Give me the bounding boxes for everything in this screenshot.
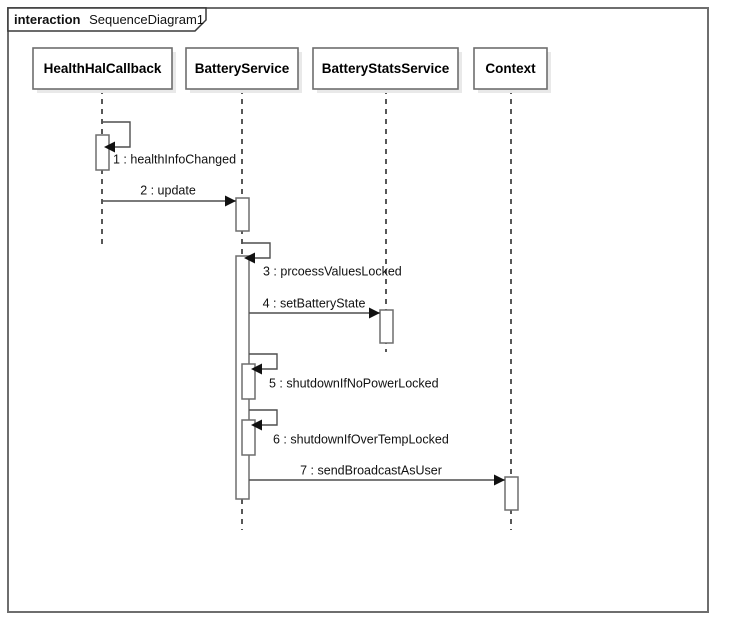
participant-box-healthhalcallback[interactable] bbox=[32, 47, 173, 90]
participant-label-healthhalcallback: HealthHalCallback bbox=[44, 61, 162, 76]
arrowhead bbox=[251, 363, 262, 375]
activation-bar-act-battery-3[interactable] bbox=[241, 363, 256, 400]
activation-bar-act-battery-4[interactable] bbox=[241, 419, 256, 456]
interaction-frame bbox=[7, 7, 709, 613]
interaction-name: SequenceDiagram1 bbox=[89, 12, 204, 27]
arrowhead bbox=[494, 474, 505, 486]
participant-label-batterystatsservice: BatteryStatsService bbox=[322, 61, 450, 76]
interaction-tag-label: interaction SequenceDiagram1 bbox=[14, 12, 204, 27]
message-label-1: 1 : healthInfoChanged bbox=[113, 152, 236, 166]
arrowhead bbox=[251, 419, 262, 431]
self-message-path-5 bbox=[249, 353, 278, 370]
participant-label-batteryservice: BatteryService bbox=[195, 61, 290, 76]
participant-box-batteryservice[interactable] bbox=[185, 47, 299, 90]
activation-bars-group bbox=[95, 134, 519, 511]
message-1[interactable]: 1 : healthInfoChanged bbox=[102, 121, 236, 166]
message-label-4: 4 : setBatteryState bbox=[263, 296, 366, 310]
activation-bar-act-stats-1[interactable] bbox=[379, 309, 394, 344]
messages-group: 1 : healthInfoChanged 2 : update 3 : prcoe… bbox=[102, 121, 505, 486]
self-message-path-1 bbox=[102, 121, 131, 148]
message-2[interactable]: 2 : update bbox=[102, 183, 236, 207]
interaction-tag bbox=[7, 7, 207, 32]
arrowhead bbox=[244, 252, 255, 264]
message-label-3: 3 : prcoessValuesLocked bbox=[263, 264, 402, 278]
participant-label-context: Context bbox=[485, 61, 536, 76]
activation-bar-act-battery-1[interactable] bbox=[235, 197, 250, 232]
message-6[interactable]: 6 : shutdownIfOverTempLocked bbox=[249, 409, 449, 446]
message-label-2: 2 : update bbox=[140, 183, 196, 197]
message-4[interactable]: 4 : setBatteryState bbox=[249, 296, 380, 319]
participant-box-context[interactable] bbox=[473, 47, 548, 90]
interaction-keyword: interaction bbox=[14, 12, 81, 27]
message-label-5: 5 : shutdownIfNoPowerLocked bbox=[269, 376, 439, 390]
message-3[interactable]: 3 : prcoessValuesLocked bbox=[242, 242, 402, 278]
arrowhead bbox=[225, 195, 236, 207]
self-message-path-3 bbox=[242, 242, 271, 259]
message-7[interactable]: 7 : sendBroadcastAsUser bbox=[249, 463, 505, 486]
message-label-7: 7 : sendBroadcastAsUser bbox=[300, 463, 442, 477]
participant-heads-group: HealthHalCallback BatteryService BatterySt… bbox=[32, 47, 551, 93]
self-message-path-6 bbox=[249, 409, 278, 426]
arrowhead bbox=[369, 307, 380, 319]
message-label-6: 6 : shutdownIfOverTempLocked bbox=[273, 432, 449, 446]
message-5[interactable]: 5 : shutdownIfNoPowerLocked bbox=[249, 353, 439, 390]
activation-bar-act-context-1[interactable] bbox=[504, 476, 519, 511]
participant-box-batterystatsservice[interactable] bbox=[312, 47, 459, 90]
arrowhead bbox=[104, 141, 115, 153]
activation-bar-act-health-1[interactable] bbox=[95, 134, 110, 171]
